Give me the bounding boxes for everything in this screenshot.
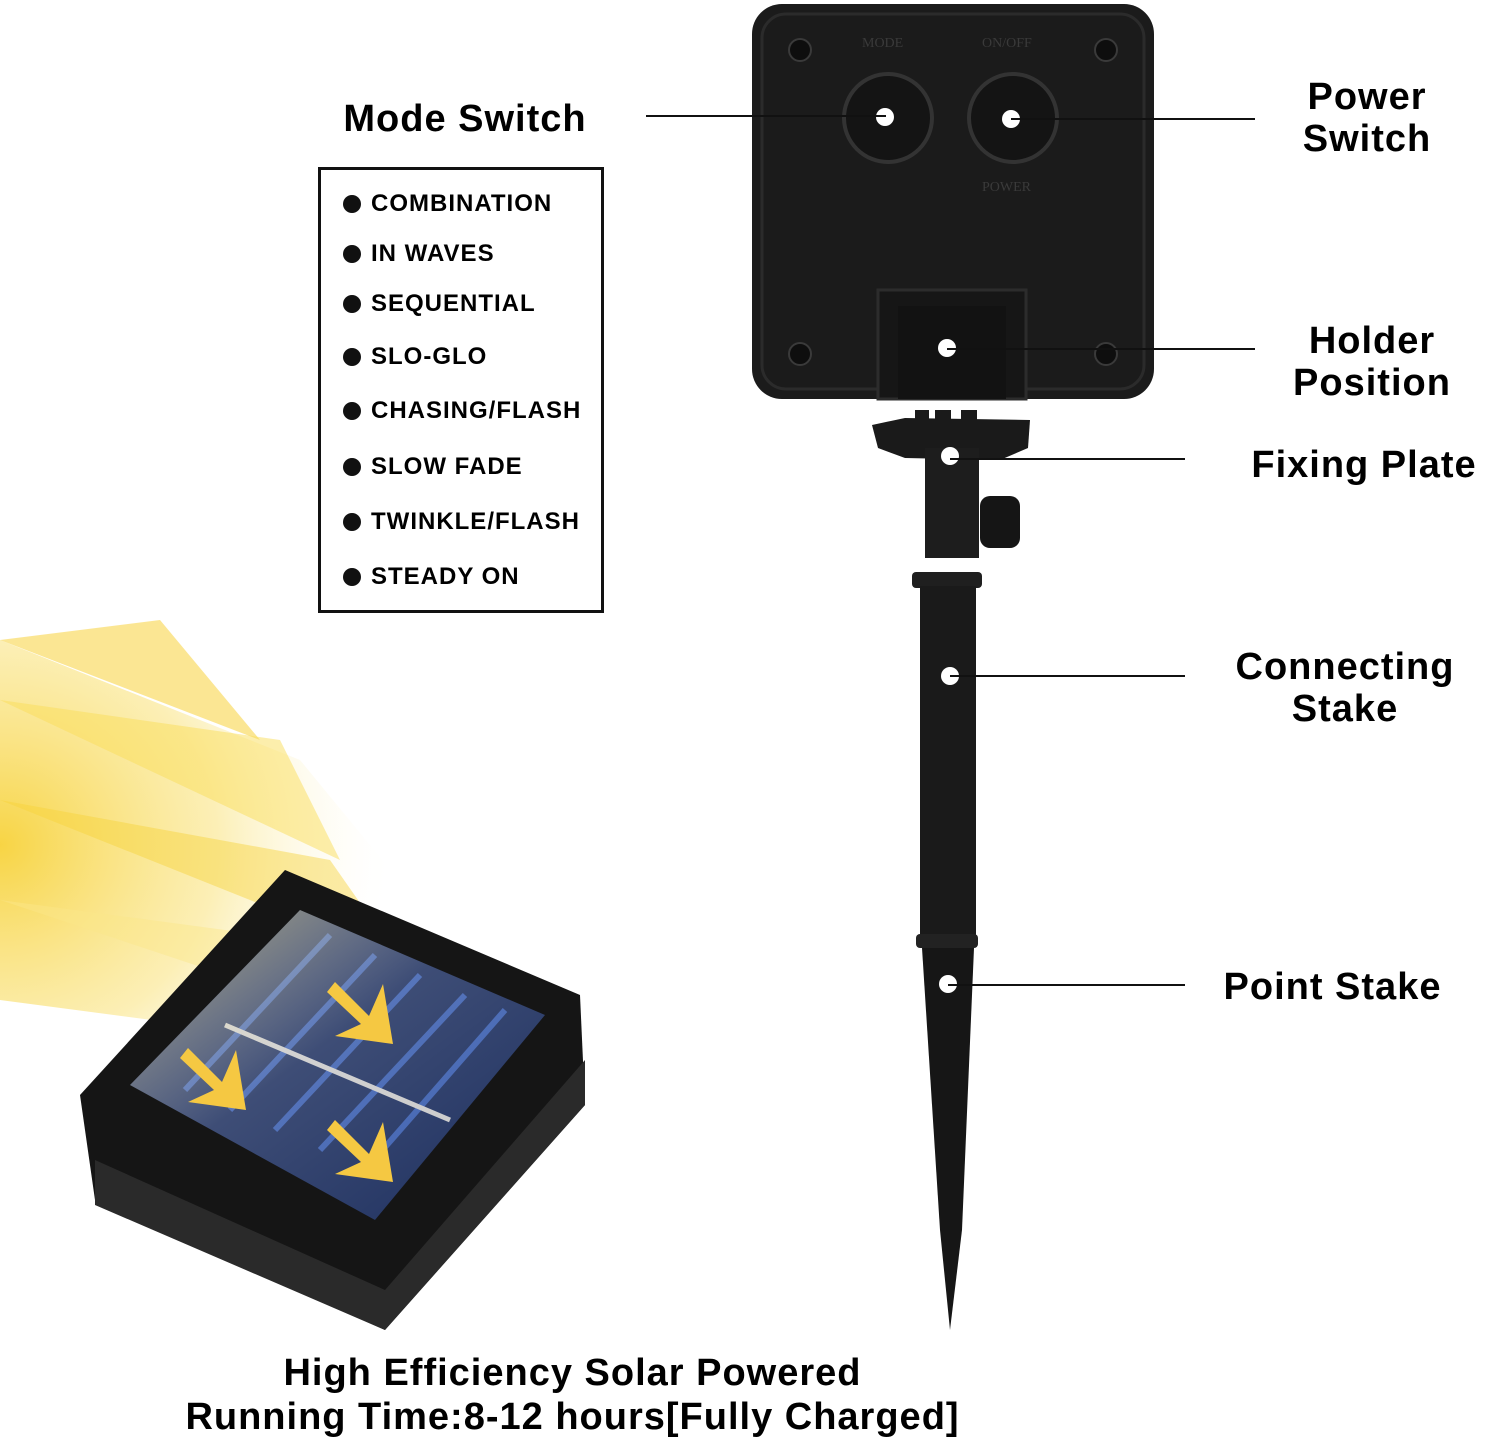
mode-item-label: CHASING/FLASH (371, 397, 582, 424)
device-marking-on-off: ON/OFF (982, 36, 1032, 51)
bullet-icon (343, 513, 361, 531)
control-box (752, 4, 1154, 401)
arrow-icon (327, 1120, 393, 1182)
point-stake-label: Point Stake (1195, 966, 1470, 1008)
mode-item-label: SEQUENTIAL (371, 290, 536, 317)
arrow-icon (327, 982, 393, 1044)
point-stake-text: Point Stake (1223, 966, 1442, 1008)
knob-icon (980, 496, 1020, 548)
mode-item-label: TWINKLE/FLASH (371, 508, 580, 535)
screw-icon (1094, 38, 1118, 62)
bullet-icon (343, 458, 361, 476)
power-switch-label: Power Switch (1262, 76, 1472, 160)
device-marking-power: POWER (982, 180, 1031, 195)
mode-item: SEQUENTIAL (343, 290, 536, 318)
bullet-icon (343, 568, 361, 586)
holder-position-leader (947, 348, 1255, 350)
mode-item: CHASING/FLASH (343, 397, 581, 425)
mode-switch-leader (646, 115, 886, 117)
solar-panel (80, 870, 585, 1330)
power-switch-line2: Switch (1302, 118, 1432, 160)
mode-item-label: SLOW FADE (371, 453, 523, 480)
point-stake-leader (948, 984, 1185, 986)
mode-switch-label: Mode Switch (310, 98, 620, 140)
mode-item-label: SLO-GLO (371, 343, 488, 370)
bullet-icon (343, 295, 361, 313)
bullet-icon (343, 245, 361, 263)
screw-icon (788, 38, 812, 62)
connecting-stake-label: Connecting Stake (1205, 646, 1485, 730)
mode-item: STEADY ON (343, 563, 520, 591)
connecting-stake-line2: Stake (1291, 688, 1399, 730)
stake (872, 410, 1030, 1330)
power-switch-line1: Power (1307, 76, 1427, 118)
caption-line2: Running Time:8-12 hours[Fully Charged] (185, 1396, 960, 1438)
connecting-stake-line1: Connecting (1235, 646, 1455, 688)
bullet-icon (343, 348, 361, 366)
device-marking-mode: MODE (862, 36, 904, 51)
mode-item-label: IN WAVES (371, 240, 495, 267)
caption-line1: High Efficiency Solar Powered (283, 1352, 862, 1394)
holder-position-line2: Position (1293, 362, 1451, 404)
screw-icon (788, 342, 812, 366)
bullet-icon (343, 402, 361, 420)
holder-position-label: Holder Position (1262, 320, 1482, 404)
mode-item: TWINKLE/FLASH (343, 508, 580, 536)
power-switch-leader (1011, 118, 1255, 120)
fixing-plate-label: Fixing Plate (1228, 444, 1500, 486)
fixing-plate-text: Fixing Plate (1251, 444, 1477, 486)
fixing-plate-leader (950, 458, 1185, 460)
screw-icon (1094, 342, 1118, 366)
mode-list-box: COMBINATION IN WAVES SEQUENTIAL SLO-GLO … (318, 167, 604, 613)
holder-position-line1: Holder (1308, 320, 1436, 362)
mode-item: IN WAVES (343, 240, 495, 268)
connecting-stake-leader (950, 675, 1185, 677)
mode-item: SLO-GLO (343, 343, 487, 371)
mode-item-label: STEADY ON (371, 563, 520, 590)
mode-item-label: COMBINATION (371, 190, 553, 217)
mode-switch-text: Mode Switch (343, 98, 587, 140)
mode-item: COMBINATION (343, 190, 552, 218)
bullet-icon (343, 195, 361, 213)
mode-item: SLOW FADE (343, 453, 523, 481)
arrow-icon (180, 1048, 246, 1110)
